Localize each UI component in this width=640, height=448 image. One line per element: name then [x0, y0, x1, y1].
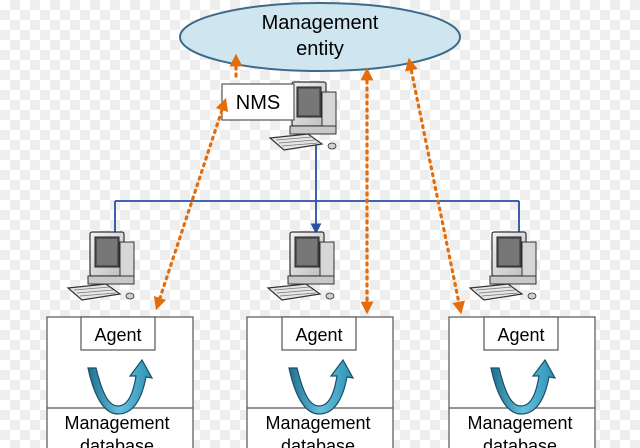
management-link-agent-3: [405, 57, 465, 315]
agent-label: Agent: [295, 325, 342, 345]
agent-box-3: Agent Management database: [448, 316, 596, 448]
management-database-line1: Management: [265, 413, 370, 433]
agent-label: Agent: [94, 325, 141, 345]
management-database-line2: database: [281, 436, 355, 448]
agent-box-1: Agent Management database: [46, 316, 194, 448]
management-database-line2: database: [483, 436, 557, 448]
agent-box-2: Agent Management database: [246, 316, 394, 448]
agent-label-box: [80, 316, 156, 351]
management-entity: Management entity: [179, 2, 461, 72]
agent-label: Agent: [497, 325, 544, 345]
computer-icon: [267, 231, 335, 301]
management-links: [153, 53, 465, 315]
management-database-line1: Management: [64, 413, 169, 433]
management-link-agent-1: [153, 97, 229, 311]
management-entity-line1: Management: [262, 12, 379, 34]
computer-icon: [67, 231, 135, 301]
management-entity-line2: entity: [296, 38, 344, 60]
agent-label-box: [483, 316, 559, 351]
network-links: [114, 142, 520, 240]
management-database-line2: database: [80, 436, 154, 448]
agent-label-box: [281, 316, 357, 351]
management-database-line1: Management: [467, 413, 572, 433]
computer-icon: [469, 231, 537, 301]
nms-label: NMS: [236, 92, 280, 114]
nms-station: NMS: [221, 81, 337, 151]
